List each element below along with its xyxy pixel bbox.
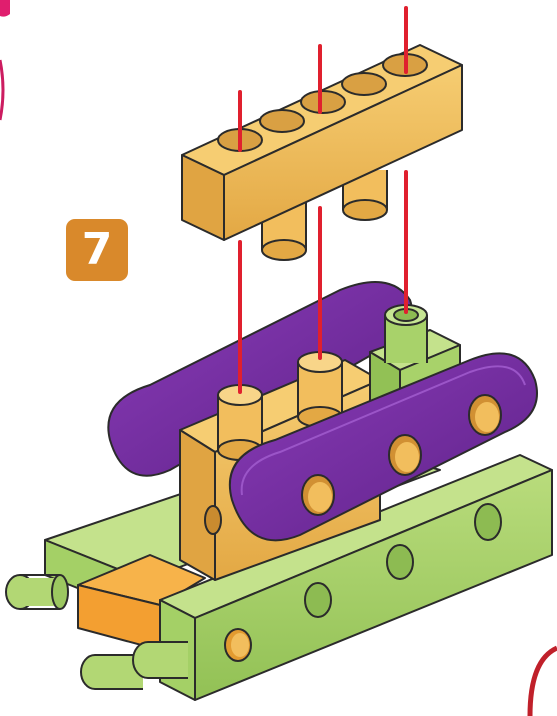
beam-hole-3 xyxy=(300,90,346,114)
corner-mark-top-left xyxy=(0,0,10,17)
beam-hole-4 xyxy=(341,72,387,96)
corner-arc-bottom-right xyxy=(527,645,557,716)
purple-track-front xyxy=(228,352,538,542)
green-base xyxy=(5,439,553,701)
beam-hole-2 xyxy=(259,109,305,133)
base-hole-2 xyxy=(304,582,332,618)
base-hole-4 xyxy=(474,503,502,541)
base-hole-3 xyxy=(386,544,414,580)
guide-lines xyxy=(238,6,408,394)
corner-mark-left-edge xyxy=(0,59,5,121)
yellow-beam-top xyxy=(181,44,463,261)
step-number-badge: 7 xyxy=(66,219,128,281)
